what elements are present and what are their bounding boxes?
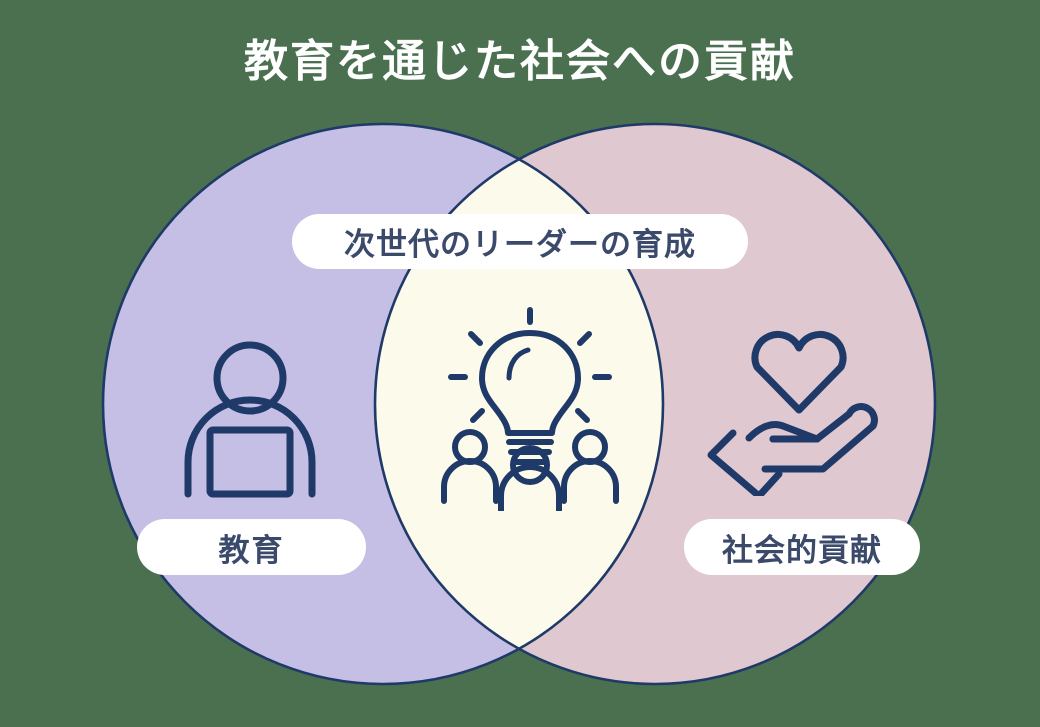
page-title: 教育を通じた社会への貢献 <box>244 36 796 87</box>
intersection-label-text: 次世代のリーダーの育成 <box>344 227 696 263</box>
person-icon <box>182 338 318 498</box>
heart-in-hand-icon <box>703 326 893 500</box>
intersection-label-pill[interactable]: 次世代のリーダーの育成 <box>292 214 748 269</box>
venn-circle-right-outline <box>373 122 937 686</box>
venn-circle-left-outline <box>101 122 665 686</box>
lightbulb-people-icon <box>437 306 623 514</box>
right-circle-label-pill[interactable]: 社会的貢献 <box>684 519 920 575</box>
left-circle-label-text: 教育 <box>218 532 285 569</box>
left-circle-label-pill[interactable]: 教育 <box>137 519 366 575</box>
right-circle-label-text: 社会的貢献 <box>722 532 882 569</box>
